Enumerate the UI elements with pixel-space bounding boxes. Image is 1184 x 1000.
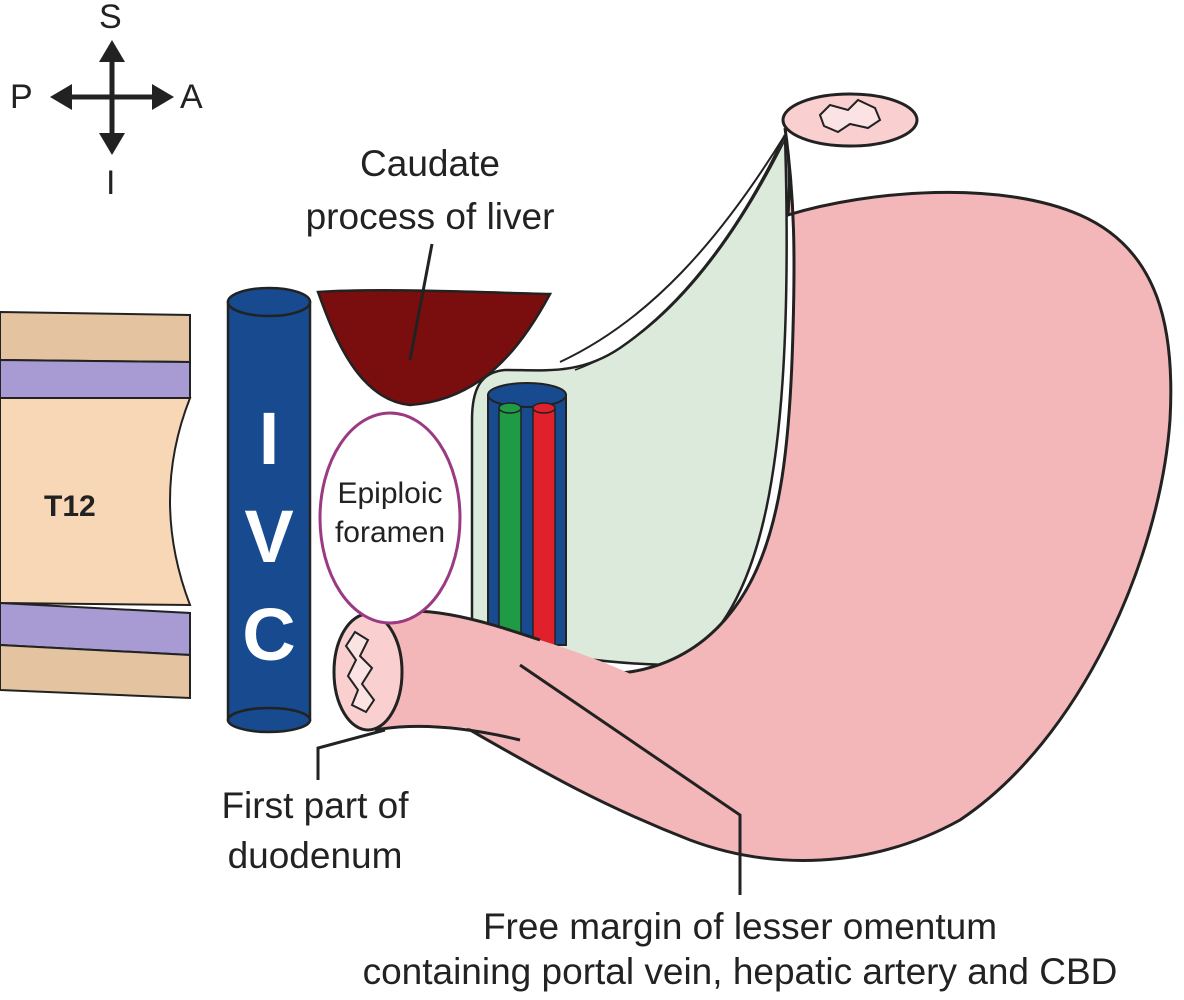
compass-inferior-label: I xyxy=(106,164,116,202)
caudate-label-line2: process of liver xyxy=(305,196,555,237)
hepatic-artery xyxy=(532,407,556,647)
foramen-label-line2: foramen xyxy=(334,516,446,549)
arrow-up-icon xyxy=(99,40,125,62)
vertebra-t12 xyxy=(0,310,192,700)
arrow-left-icon xyxy=(50,84,72,110)
compass-posterior-label: P xyxy=(10,78,33,116)
ivc-body xyxy=(226,300,312,722)
duodenum-lower-edge xyxy=(374,724,521,742)
ivc-top xyxy=(226,286,312,318)
omentum-label-line1: Free margin of lesser omentum xyxy=(482,906,998,947)
ivc-letter-v: V xyxy=(244,495,294,578)
bile-duct-top xyxy=(498,402,522,414)
caudate-label-line1: Caudate xyxy=(360,143,500,184)
arrow-right-icon xyxy=(152,84,174,110)
upper-endplate xyxy=(0,310,191,364)
common-bile-duct xyxy=(498,407,522,647)
lower-endplate xyxy=(0,643,191,700)
vertebra-label: T12 xyxy=(44,490,96,523)
omentum-leader-line xyxy=(519,663,742,895)
caudate-process xyxy=(316,289,553,407)
foramen-label-line1: Epiploic xyxy=(337,477,443,510)
duodenum-label-line1: First part of xyxy=(221,785,409,826)
duodenum-leader-line xyxy=(316,728,386,780)
compass-superior-label: S xyxy=(99,0,122,36)
hepatic-artery-top xyxy=(532,402,556,414)
duodenum-lumen xyxy=(344,630,376,714)
inferior-vena-cava xyxy=(226,286,312,734)
omentum-fold-line xyxy=(559,134,786,363)
ivc-letter-c: C xyxy=(242,593,296,676)
vertebral-body xyxy=(0,397,192,607)
duodenum-label-line2: duodenum xyxy=(227,835,403,876)
portal-triad xyxy=(487,382,567,647)
epiploic-foramen xyxy=(318,411,462,625)
ivc-letter-i: I xyxy=(258,397,280,480)
compass-anterior-label: A xyxy=(180,78,203,116)
upper-disc xyxy=(0,358,191,399)
compass-arrows xyxy=(50,40,174,155)
arrow-down-icon xyxy=(99,133,125,155)
esophageal-lumen xyxy=(818,98,882,134)
caudate-leader-line xyxy=(408,243,434,361)
portal-vein-top xyxy=(487,382,567,408)
ivc-bottom xyxy=(226,706,312,734)
omentum-label-line2: containing portal vein, hepatic artery a… xyxy=(362,951,1118,992)
first-part-duodenum xyxy=(362,610,760,820)
omentum-fold-line-2 xyxy=(574,139,786,371)
